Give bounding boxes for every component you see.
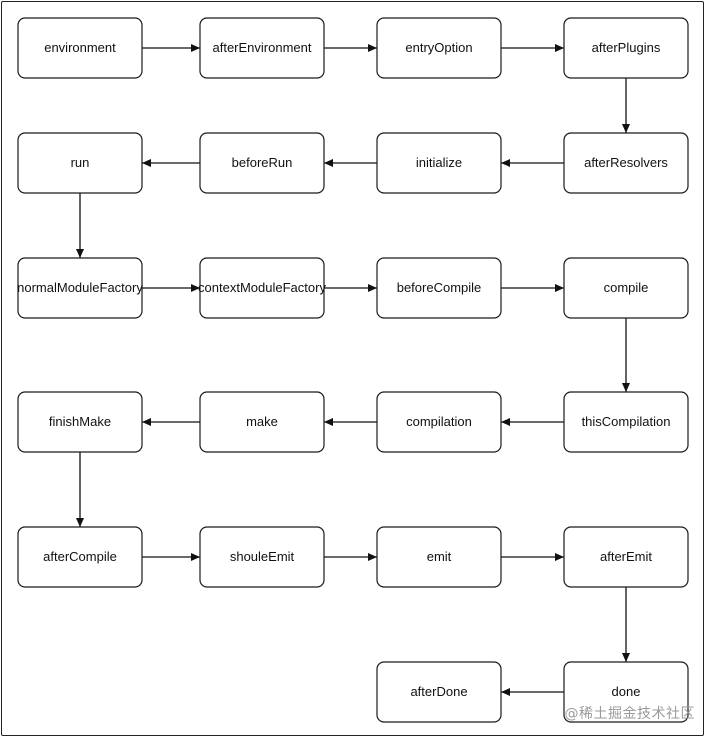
node-box bbox=[376, 17, 502, 79]
node-box bbox=[199, 17, 325, 79]
node-emit: emit bbox=[376, 526, 502, 588]
node-box bbox=[563, 661, 689, 723]
node-label: finishMake bbox=[49, 414, 111, 429]
node-label: compilation bbox=[406, 414, 472, 429]
node-label: emit bbox=[427, 549, 452, 564]
node-box bbox=[563, 132, 689, 194]
node-label: environment bbox=[44, 40, 116, 55]
node-label: afterEmit bbox=[600, 549, 652, 564]
node-beforeRun: beforeRun bbox=[199, 132, 325, 194]
node-label: make bbox=[246, 414, 278, 429]
node-contextModuleFactory: contextModuleFactory bbox=[198, 257, 326, 319]
node-label: initialize bbox=[416, 155, 462, 170]
node-initialize: initialize bbox=[376, 132, 502, 194]
node-compile: compile bbox=[563, 257, 689, 319]
node-box bbox=[17, 17, 143, 79]
node-box bbox=[563, 391, 689, 453]
node-done: done bbox=[563, 661, 689, 723]
node-shouleEmit: shouleEmit bbox=[199, 526, 325, 588]
node-entryOption: entryOption bbox=[376, 17, 502, 79]
node-finishMake: finishMake bbox=[17, 391, 143, 453]
node-run: run bbox=[17, 132, 143, 194]
node-box bbox=[563, 257, 689, 319]
node-box bbox=[17, 257, 143, 319]
node-box bbox=[17, 391, 143, 453]
node-compilation: compilation bbox=[376, 391, 502, 453]
node-box bbox=[199, 391, 325, 453]
node-afterPlugins: afterPlugins bbox=[563, 17, 689, 79]
node-box bbox=[199, 132, 325, 194]
node-afterDone: afterDone bbox=[376, 661, 502, 723]
node-label: afterEnvironment bbox=[213, 40, 312, 55]
node-afterEnvironment: afterEnvironment bbox=[199, 17, 325, 79]
node-label: beforeCompile bbox=[397, 280, 482, 295]
edges-layer bbox=[76, 44, 630, 696]
node-afterCompile: afterCompile bbox=[17, 526, 143, 588]
node-box bbox=[376, 526, 502, 588]
watermark-text: @稀土掘金技术社区 bbox=[564, 706, 695, 722]
node-beforeCompile: beforeCompile bbox=[376, 257, 502, 319]
node-thisCompilation: thisCompilation bbox=[563, 391, 689, 453]
node-label: beforeRun bbox=[232, 155, 293, 170]
node-label: afterDone bbox=[410, 684, 467, 699]
node-label: contextModuleFactory bbox=[198, 280, 326, 295]
node-box bbox=[376, 257, 502, 319]
node-label: afterCompile bbox=[43, 549, 117, 564]
node-box bbox=[563, 17, 689, 79]
node-afterResolvers: afterResolvers bbox=[563, 132, 689, 194]
node-box bbox=[376, 391, 502, 453]
node-label: thisCompilation bbox=[582, 414, 671, 429]
node-afterEmit: afterEmit bbox=[563, 526, 689, 588]
node-normalModuleFactory: normalModuleFactory bbox=[17, 257, 143, 319]
node-label: shouleEmit bbox=[230, 549, 295, 564]
node-box bbox=[17, 526, 143, 588]
nodes-layer: environment afterEnvironment entryOption af… bbox=[17, 17, 689, 723]
node-environment: environment bbox=[17, 17, 143, 79]
node-label: entryOption bbox=[405, 40, 472, 55]
node-label: compile bbox=[604, 280, 649, 295]
node-label: run bbox=[71, 155, 90, 170]
node-box bbox=[376, 132, 502, 194]
node-label: normalModuleFactory bbox=[17, 280, 143, 295]
node-label: afterResolvers bbox=[584, 155, 668, 170]
node-box bbox=[17, 132, 143, 194]
node-box bbox=[199, 257, 325, 319]
node-label: afterPlugins bbox=[592, 40, 661, 55]
node-box bbox=[563, 526, 689, 588]
node-box bbox=[199, 526, 325, 588]
node-make: make bbox=[199, 391, 325, 453]
node-label: done bbox=[612, 684, 641, 699]
node-box bbox=[376, 661, 502, 723]
